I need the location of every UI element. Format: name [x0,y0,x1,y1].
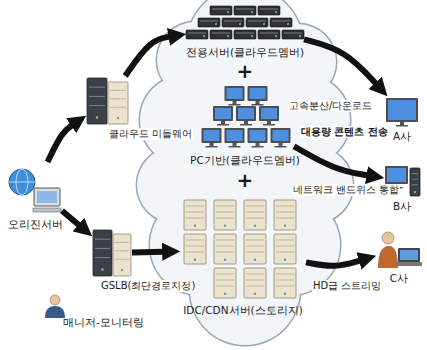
node-label: PC기반(클라우드멤버) [189,154,301,166]
rack-server-icon [246,18,268,27]
server-icon [410,168,420,196]
flow-arrow [48,125,73,162]
rack-server-icon [258,6,280,15]
server-icon [87,78,107,124]
server-icon [184,234,206,264]
icon-node: C사 [376,228,422,270]
flow-arrow [294,146,368,175]
rack-server-icon [186,30,208,39]
monitor-icon [202,128,222,148]
edge-label: 대용량 콘텐츠 전송 [300,126,389,138]
monitor-icon [259,106,279,126]
rack-server-icon [234,6,256,15]
edge-label: 고속분산/다운로드 [288,100,373,112]
server-icon [93,230,112,276]
icon-node: IDC/CDN서버(스토리지) [180,198,306,302]
node-label: C사 [389,272,409,284]
plus-sign: + [236,60,255,82]
server-icon [113,234,131,276]
server-icon [244,200,266,230]
plus-sign: + [236,169,255,191]
node-label: B사 [392,200,412,212]
note-label: 네트워크 밴드위스 통합 [292,184,400,196]
icon-node: 클라우드 미들웨어 [86,76,130,126]
node-label: 매니저-모니터링 [62,316,145,328]
rack-server-icon [270,18,292,27]
monitor-icon [213,106,233,126]
flow-arrow [125,37,170,76]
user-laptop-icon [378,232,422,268]
origin-server-icon [9,169,61,212]
icon-node: A사 [384,96,420,128]
rack-server-icon [282,30,304,39]
flow-arrow [132,249,164,256]
flow-arrow [306,260,361,265]
icon-node: 매니저-모니터링 [44,294,66,318]
icon-node: 전용서버(클라우드멤버) [186,4,304,44]
server-icon [214,234,236,264]
monitor-icon [225,128,245,148]
icon-node: 오리진서버 [8,162,62,214]
icon-node: GSLB(최단경로지정) [92,228,132,278]
rack-server-icon [210,6,232,15]
node-label: 오리진서버 [7,218,64,230]
rack-server-icon [234,30,256,39]
node-label: A사 [392,130,412,142]
server-icon [184,200,206,230]
icons [9,6,422,318]
server-icon [274,268,296,298]
monitor-icon [248,86,268,106]
flow-arrow [62,211,80,226]
server-icon [274,234,296,264]
server-icon [108,82,128,124]
monitor-icon [386,98,418,127]
rack-server-icon [222,18,244,27]
monitor-icon [248,128,268,148]
cloud-shape [136,0,355,347]
icon-node: PC기반(클라우드멤버) [196,84,294,152]
node-label: IDC/CDN서버(스토리지) [182,304,304,316]
server-icon [214,200,236,230]
rack-server-icon [258,30,280,39]
flow-arrow [304,39,376,84]
person-icon [45,295,65,318]
server-icon [274,200,296,230]
monitor-icon [236,106,256,126]
rack-server-icon [210,30,232,39]
monitor-icon [225,86,245,106]
server-icon [214,268,236,298]
server-icon [244,268,266,298]
rack-server-icon [198,18,220,27]
node-label: 전용서버(클라우드멤버) [185,46,305,58]
edge-label: HD급 스트리밍 [312,280,382,292]
server-icon [244,234,266,264]
node-label: 클라우드 미들웨어 [108,128,193,140]
node-label: GSLB(최단경로지정) [100,280,196,292]
monitor-icon [271,128,291,148]
